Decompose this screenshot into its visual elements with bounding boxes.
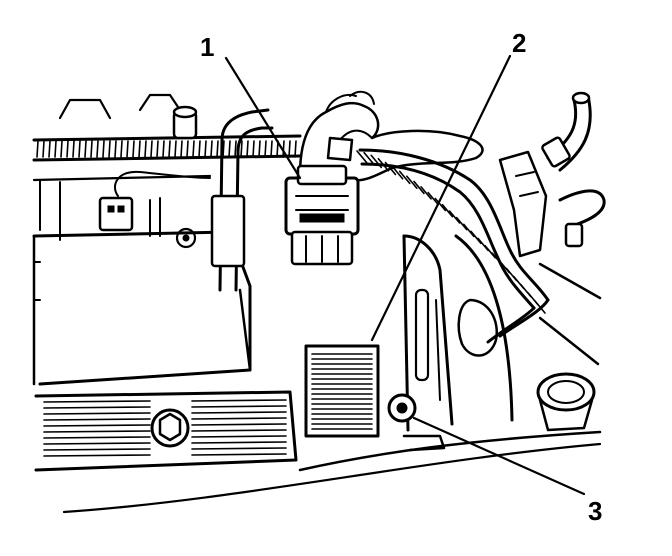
fastener-bolt	[387, 393, 446, 452]
upper-ribbed-tube	[32, 134, 302, 162]
rear-components	[32, 93, 212, 241]
body-edge	[62, 430, 602, 514]
right-side-components	[498, 91, 606, 366]
callout-2: 2	[512, 28, 526, 58]
lower-ribbed-cover	[34, 390, 298, 472]
right-housing	[454, 234, 596, 432]
leader-line-1	[224, 56, 302, 180]
left-sensor-connector	[98, 170, 211, 249]
callout-1: 1	[200, 32, 214, 62]
leader-lines	[224, 54, 586, 496]
leader-line-2	[370, 54, 512, 342]
engine-cover	[32, 230, 252, 386]
electrical-connector-main	[284, 136, 360, 266]
leader-line-3	[412, 416, 586, 496]
vertical-hose	[210, 108, 274, 292]
wiring-harness	[356, 148, 550, 344]
callout-3: 3	[588, 496, 602, 526]
label-pad	[304, 344, 380, 438]
